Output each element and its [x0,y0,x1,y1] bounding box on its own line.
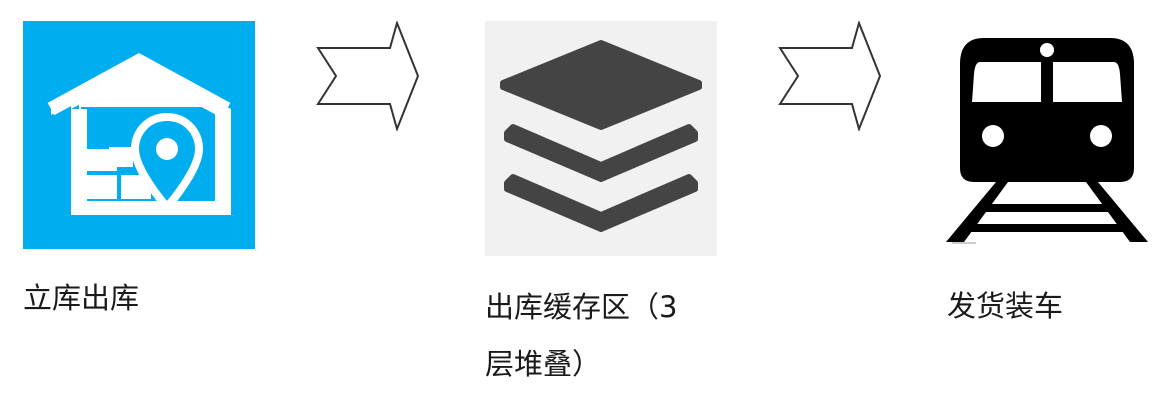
arrow-right-icon [778,21,882,131]
step-label-line: 出库缓存区（3 [485,290,678,324]
stacked-layers-icon [485,21,717,256]
train-icon [946,38,1148,244]
arrow-right-icon [316,21,420,131]
step-label-line: 层堆叠） [485,347,602,381]
step-label-warehouse-outbound: 立库出库 [23,281,140,315]
warehouse-location-icon [23,21,255,249]
step-label-outbound-buffer: 出库缓存区（3 层堆叠） [485,279,735,393]
step-label-shipping-loading: 发货装车 [947,289,1064,323]
